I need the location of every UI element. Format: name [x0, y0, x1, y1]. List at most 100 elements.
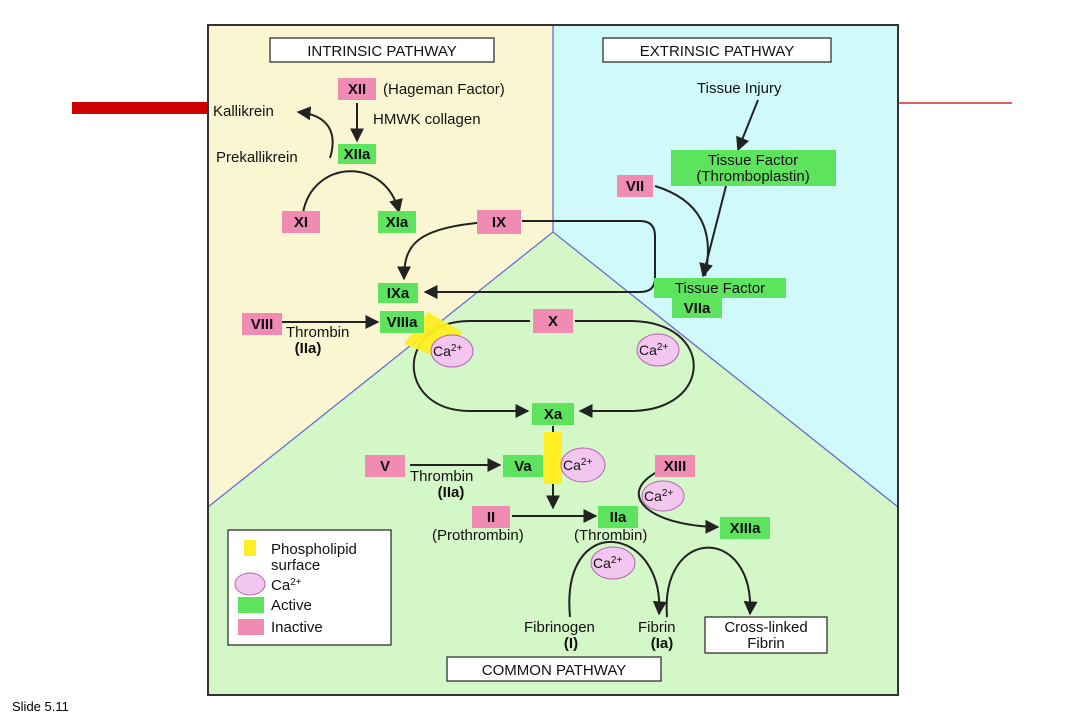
calcium-ion-va-charge: 2+	[581, 457, 593, 468]
factor-xii-box	[338, 78, 376, 100]
arrow-fibrinogen-fibrin	[568, 541, 667, 618]
factor-ii: II	[487, 509, 495, 526]
legend-phospholipid-line1: Phospholipid	[271, 541, 357, 558]
arrow-xi-xia	[302, 170, 403, 214]
factor-xiia-box	[338, 144, 376, 164]
factor-vii: VII	[626, 178, 644, 195]
arrow-tfviia-ixa	[423, 220, 656, 299]
factor-xii: XII	[348, 81, 366, 98]
hageman-factor-label: (Hageman Factor)	[383, 81, 505, 98]
tissue-injury-label: Tissue Injury	[697, 80, 782, 97]
calcium-ion-xiii-label: Ca	[644, 488, 662, 504]
legend-phospholipid-line2: surface	[271, 557, 320, 574]
factor-v-box	[365, 455, 405, 477]
kallikrein-label: Kallikrein	[213, 103, 274, 120]
factor-vii-box	[617, 175, 653, 197]
calcium-ion-xiii-charge: 2+	[662, 488, 674, 499]
factor-viiia: VIIIa	[387, 314, 419, 331]
tissue-factor-viia-line1: Tissue Factor	[675, 280, 765, 297]
calcium-ion-fibrin	[590, 546, 636, 580]
divider-right	[552, 231, 899, 508]
cross-linked-fibrin-line2: Fibrin	[747, 635, 785, 652]
tissue-factor-viia-line2: VIIa	[684, 300, 711, 317]
iia-label-viii: (IIa)	[295, 340, 322, 357]
factor-viii: VIII	[251, 316, 274, 333]
prekallikrein-label: Prekallikrein	[216, 149, 298, 166]
factor-xia-box	[378, 211, 416, 233]
calcium-ion-viiia-label: Ca	[433, 343, 451, 359]
fibrinogen-label: Fibrinogen	[524, 619, 595, 636]
extrinsic-title: EXTRINSIC PATHWAY	[640, 43, 794, 60]
legend-active-label: Active	[271, 597, 312, 614]
cross-linked-fibrin-box	[704, 616, 828, 654]
factor-xa: Xa	[544, 406, 563, 423]
slide-number: Slide 5.11	[12, 699, 69, 714]
factor-va: Va	[514, 458, 532, 475]
factor-viiia-box	[380, 311, 424, 333]
fibrin-ia-label: (Ia)	[651, 635, 674, 652]
fibrinogen-i-label: (I)	[564, 635, 578, 652]
calcium-ions: Ca2+ Ca2+ Ca2+ Ca2+ Ca2+	[430, 333, 685, 580]
tissue-factor-box	[671, 150, 836, 186]
tissue-factor-line2: (Thromboplastin)	[696, 168, 809, 185]
arrow-ix-ixa	[397, 221, 488, 281]
common-title-box	[446, 656, 662, 682]
factor-ixa-box	[378, 283, 418, 303]
legend-inactive-label: Inactive	[271, 619, 323, 636]
thrombin-label-v: Thrombin	[410, 468, 473, 485]
calcium-ion-x-label: Ca	[639, 342, 657, 358]
factor-xa-box	[532, 403, 574, 425]
svg-text:Ca2+: Ca2+	[271, 577, 302, 594]
arrow-vii-tfviia	[654, 185, 709, 277]
calcium-ion-fibrin-label: Ca	[593, 555, 611, 571]
diagram-frame	[207, 24, 899, 696]
arrow-x-loop-right	[575, 320, 695, 418]
prothrombin-label: (Prothrombin)	[432, 527, 524, 544]
calcium-ion-x	[636, 333, 680, 367]
calcium-ion-x-charge: 2+	[657, 342, 669, 353]
factor-xiiia-box	[720, 517, 770, 539]
calcium-ion-va	[560, 447, 606, 483]
factor-xia: XIa	[386, 214, 409, 231]
factor-xi-box	[282, 211, 320, 233]
factor-xiii: XIII	[664, 458, 687, 475]
intrinsic-title: INTRINSIC PATHWAY	[307, 43, 456, 60]
arrow-x-loop-left	[412, 320, 530, 418]
thrombin-paren-label: (Thrombin)	[574, 527, 647, 544]
legend-phospholipid-swatch	[244, 540, 256, 556]
calcium-ion-fibrin-charge: 2+	[611, 555, 623, 566]
tissue-factor-viia-sub-box	[672, 298, 722, 318]
legend-ca-label: Ca	[271, 577, 291, 594]
factor-viii-box	[242, 313, 282, 335]
thrombin-label-viii: Thrombin	[286, 324, 349, 341]
factor-x-box	[533, 309, 573, 333]
phospholipid-surface-va	[544, 432, 562, 484]
arrow-fibrin-crosslinked	[665, 546, 758, 618]
factor-iia-box	[598, 506, 638, 528]
common-title: COMMON PATHWAY	[482, 662, 626, 679]
factor-iia: IIa	[610, 509, 627, 526]
factor-x: X	[548, 313, 558, 330]
divider-left	[207, 231, 554, 508]
factor-xi: XI	[294, 214, 308, 231]
calcium-ion-viiia-charge: 2+	[451, 343, 463, 354]
svg-text:Ca2+: Ca2+	[563, 457, 592, 473]
legend: Phospholipid surface Ca2+ Active Inactiv…	[227, 529, 392, 646]
svg-text:Ca2+: Ca2+	[644, 488, 673, 504]
factor-xiiia: XIIIa	[730, 520, 762, 537]
tissue-factor-line1: Tissue Factor	[708, 152, 798, 169]
factor-xiii-box	[655, 455, 695, 477]
factor-ix: IX	[492, 214, 506, 231]
fibrin-label: Fibrin	[638, 619, 676, 636]
hmwk-collagen-label: HMWK collagen	[373, 111, 481, 128]
svg-text:Ca2+: Ca2+	[433, 343, 462, 359]
extrinsic-title-box	[602, 37, 832, 63]
factor-ixa: IXa	[387, 285, 410, 302]
factor-v: V	[380, 458, 390, 475]
arrow-xiii-xiiia	[637, 471, 720, 534]
arrow-prekallikrein-kallikrein	[296, 106, 334, 159]
legend-active-swatch	[238, 597, 264, 613]
factor-xiia: XIIa	[344, 146, 371, 163]
factor-va-box	[503, 455, 543, 477]
